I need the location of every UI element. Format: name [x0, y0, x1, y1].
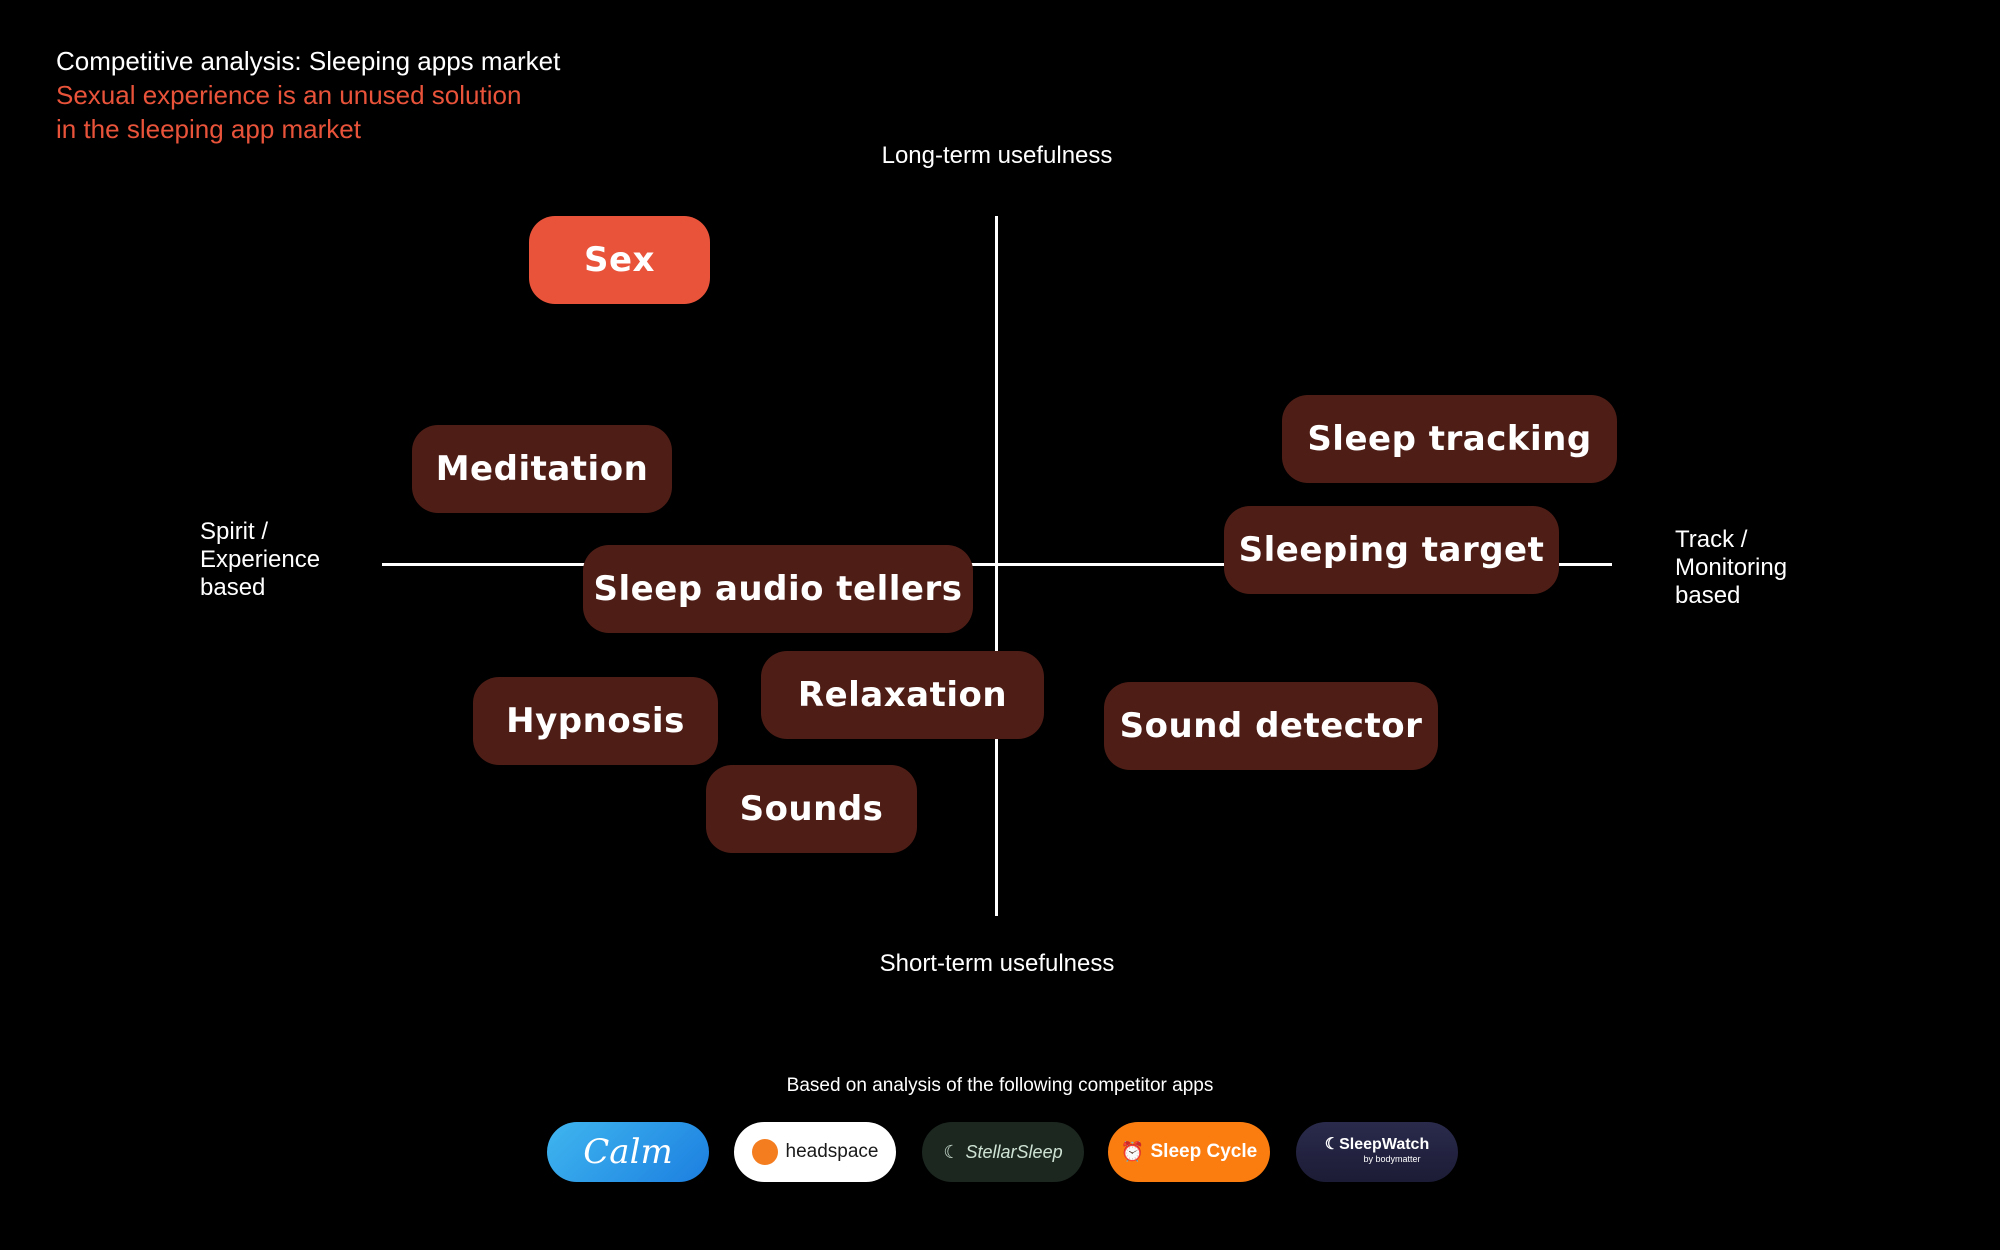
item-pill-sleep-tracking: Sleep tracking: [1282, 395, 1617, 483]
axis-label-top: Long-term usefulness: [881, 142, 1113, 169]
horizontal-axis-line: [382, 563, 1612, 566]
item-pill-hypnosis: Hypnosis: [473, 677, 718, 765]
item-pill-meditation: Meditation: [412, 425, 672, 513]
sleep-cycle-logo-text: Sleep Cycle: [1150, 1141, 1258, 1162]
heading: Competitive analysis: Sleeping apps mark…: [56, 44, 560, 146]
axis-label-right-line: Monitoring: [1675, 554, 1788, 581]
stellarsleep-logo: ☾ StellarSleep: [922, 1122, 1084, 1182]
sleepwatch-logo-main: ☾SleepWatch: [1324, 1136, 1430, 1153]
item-pill-sound-detector: Sound detector: [1104, 682, 1438, 770]
calm-logo: Calm: [547, 1122, 709, 1182]
item-pill-sounds: Sounds: [706, 765, 917, 853]
item-pill-sleeping-target: Sleeping target: [1224, 506, 1559, 594]
axis-label-left-line: Experience: [200, 546, 321, 573]
page-subtitle-line-2: in the sleeping app market: [56, 114, 361, 144]
sleepwatch-logo: ☾SleepWatch by bodymatter: [1296, 1122, 1458, 1182]
calm-logo-text: Calm: [583, 1132, 673, 1172]
item-pill-sleep-audio-tellers: Sleep audio tellers: [583, 545, 973, 633]
sleepwatch-logo-subtext: by bodymatter: [1363, 1154, 1421, 1164]
footer-note: Based on analysis of the following compe…: [786, 1075, 1214, 1096]
moon-icon: ☾: [1324, 1136, 1340, 1153]
item-pill-sex: Sex: [529, 216, 710, 304]
axis-label-left: Spirit / Experience based: [200, 518, 380, 602]
stellarsleep-logo-text: StellarSleep: [965, 1141, 1063, 1162]
axis-label-bottom: Short-term usefulness: [879, 950, 1115, 977]
item-pill-relaxation: Relaxation: [761, 651, 1044, 739]
page-title: Competitive analysis: Sleeping apps mark…: [56, 46, 561, 76]
vertical-axis-line: [995, 216, 998, 916]
headspace-logo: headspace: [734, 1122, 896, 1182]
axis-label-right-line: Track /: [1675, 526, 1748, 553]
headspace-dot-icon: [751, 1139, 778, 1165]
axis-label-right: Track / Monitoring based: [1675, 526, 1855, 610]
page-subtitle-line-1: Sexual experience is an unused solution: [56, 80, 522, 110]
sleepwatch-logo-text: SleepWatch: [1339, 1136, 1430, 1153]
headspace-logo-text: headspace: [785, 1141, 879, 1162]
axis-label-left-line: Spirit /: [200, 518, 269, 545]
axis-label-left-line: based: [200, 574, 266, 601]
axis-label-right-line: based: [1675, 582, 1741, 609]
moon-star-icon: ☾: [943, 1141, 960, 1162]
alarm-clock-icon: ⏰: [1120, 1142, 1145, 1163]
sleep-cycle-logo: ⏰ Sleep Cycle: [1108, 1122, 1270, 1182]
